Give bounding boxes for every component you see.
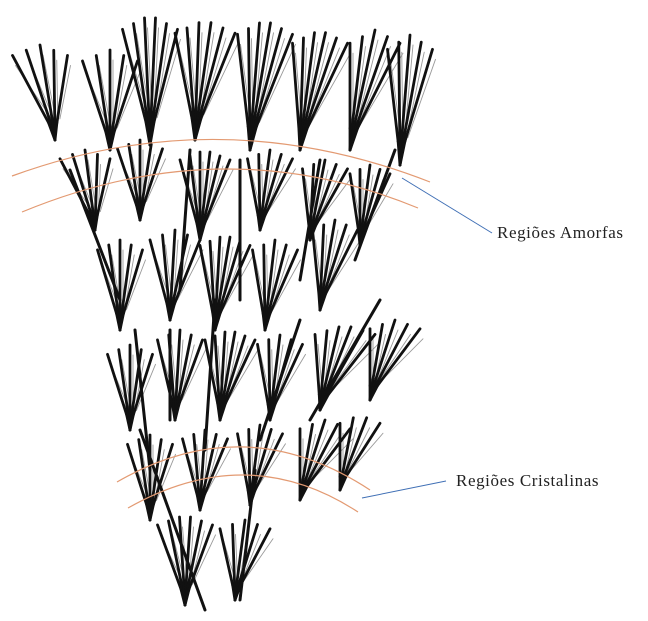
- cluster-fine-line: [192, 535, 215, 585]
- branched-chain-structure: [13, 18, 433, 610]
- amorphous-regions-label: Regiões Amorfas: [497, 223, 624, 242]
- cluster-chain: [95, 154, 97, 215]
- cluster-chain: [55, 123, 57, 140]
- cluster-chain: [123, 29, 146, 121]
- cluster-chain: [60, 159, 90, 216]
- amorphous-leader-line: [402, 178, 492, 233]
- cluster-chain: [248, 159, 259, 216]
- cluster-chain: [399, 42, 400, 141]
- cluster-chain: [264, 245, 265, 314]
- cluster-fine-line: [157, 39, 180, 117]
- cluster-chain: [233, 524, 235, 585]
- cluster-chain: [259, 154, 260, 215]
- cluster-chain: [388, 49, 399, 141]
- cluster-chain: [249, 29, 250, 127]
- cluster-chain: [238, 34, 249, 126]
- cluster-chain: [249, 429, 250, 490]
- cluster-chain: [315, 334, 319, 394]
- cluster-chain: [269, 340, 270, 405]
- cluster-chain: [54, 50, 55, 123]
- cluster-chain: [350, 174, 359, 231]
- cluster-chain: [220, 529, 233, 586]
- crystalline-leader-line: [362, 481, 446, 498]
- cluster-chain: [253, 250, 264, 314]
- crystalline-regions-label: Regiões Cristalinas: [456, 471, 599, 490]
- cluster-chain: [238, 434, 249, 491]
- cluster-chain: [258, 344, 269, 404]
- tree-fine-lines: [16, 28, 436, 585]
